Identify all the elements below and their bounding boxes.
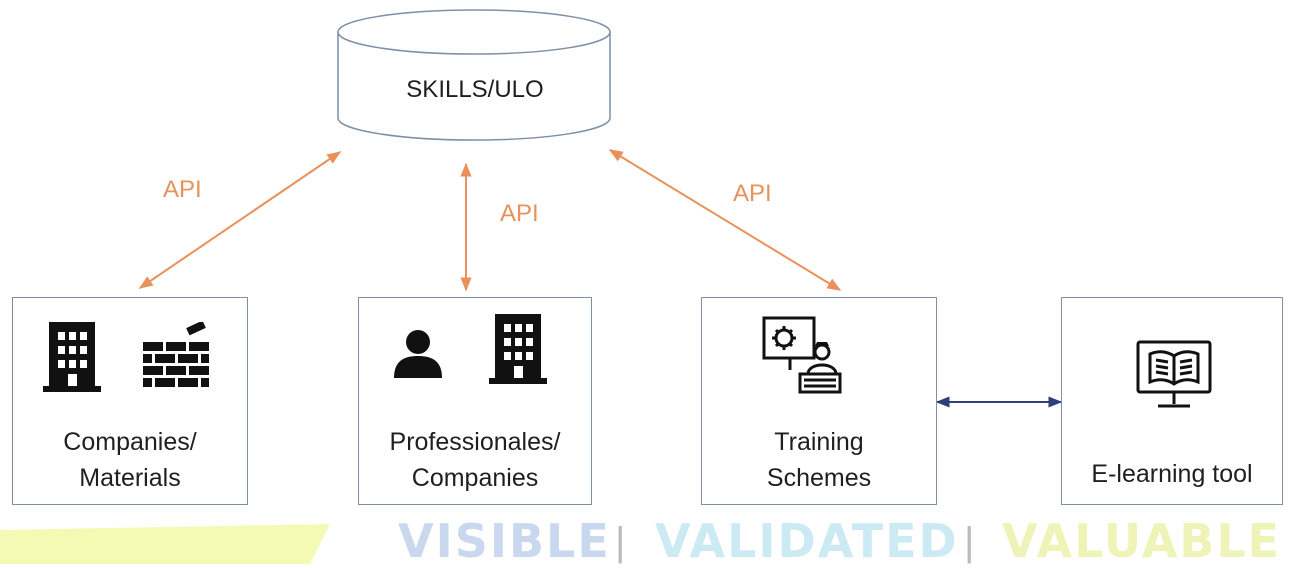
api-arrow-left [138, 151, 342, 289]
node-label-training-schemes: Training Schemes [766, 428, 872, 492]
node-professionales-companies: Professionales/ Companies [358, 297, 592, 505]
node-label-companies-materials: Companies/ Materials [63, 428, 197, 492]
api-label-center: API [500, 200, 539, 227]
node-label-e-learning-tool: E-learning tool [1091, 460, 1253, 488]
banner-band [0, 524, 330, 564]
api-label-right: API [733, 180, 772, 207]
node-companies-materials: Companies/ Materials [12, 297, 248, 505]
node-training-schemes: Training Schemes [701, 297, 937, 505]
banner-separator-2: | [964, 520, 975, 564]
banner-separator-1: | [615, 520, 626, 564]
presenter-training-icon [762, 316, 842, 394]
banner-word-valuable: VALUABLE [1002, 514, 1282, 568]
banner-word-validated: VALIDATED [655, 514, 959, 568]
database-cylinder [337, 9, 611, 141]
node-label-professionales-companies: Professionales/ Companies [389, 428, 561, 492]
node-e-learning-tool: E-learning tool [1061, 297, 1283, 505]
banner-word-visible: VISIBLE [398, 514, 611, 568]
api-arrow-right [608, 149, 842, 291]
building-icon [489, 314, 547, 384]
api-label-left: API [163, 176, 202, 203]
monitor-book-icon [1136, 340, 1212, 408]
building-icon [43, 322, 101, 392]
brick-wall-icon [143, 322, 209, 387]
person-icon [394, 330, 442, 378]
database-label: SKILLS/ULO [406, 76, 544, 103]
